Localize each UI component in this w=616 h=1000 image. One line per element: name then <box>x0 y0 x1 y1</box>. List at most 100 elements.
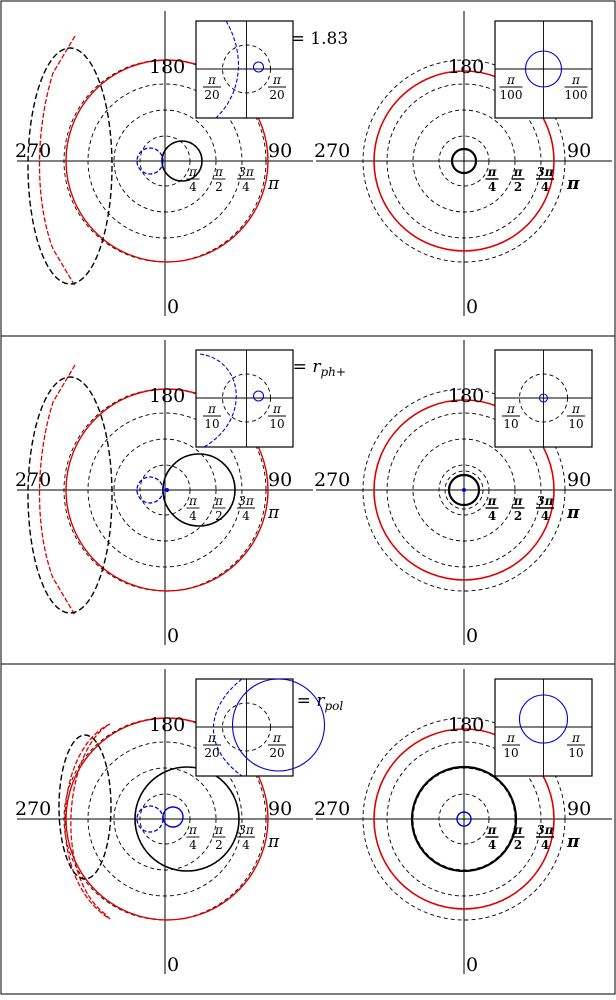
inset-tick-left: π20 <box>203 731 221 760</box>
inset-blue-circle <box>252 390 265 402</box>
fraction-numerator: 3π <box>238 494 255 508</box>
fraction-numerator: π <box>188 165 198 179</box>
ring-label-pi-2: π2 <box>511 823 525 852</box>
inset-blue-circle <box>252 61 265 73</box>
ring-label-pi: π <box>267 832 280 852</box>
fraction-numerator: π <box>207 731 217 745</box>
fraction-denominator: 4 <box>541 509 549 523</box>
axis-label-90: 90 <box>268 469 292 491</box>
axis-label-270: 270 <box>314 469 350 491</box>
fraction-denominator: 4 <box>242 509 250 523</box>
inset-blue-circle <box>231 678 326 772</box>
ring-label-pi-4: π4 <box>485 494 499 523</box>
black-circle-curve <box>410 765 518 873</box>
ring-label-pi-4: π4 <box>186 823 200 852</box>
ring-label-pi-2: π2 <box>212 823 226 852</box>
fraction-denominator: 20 <box>204 88 219 102</box>
ring-label-pi: π <box>267 503 280 523</box>
fraction-denominator: 10 <box>204 417 219 431</box>
fraction-denominator: 4 <box>242 838 250 852</box>
fraction-numerator: π <box>272 73 282 87</box>
inset-dashed-ring <box>222 373 271 423</box>
fraction-numerator: 3π <box>536 823 553 837</box>
fraction-numerator: π <box>571 73 581 87</box>
axis-label-0: 0 <box>167 625 179 647</box>
inset-tick-right: π10 <box>567 402 585 431</box>
black-dashed-oval <box>27 376 113 614</box>
red-circle-curve <box>65 59 269 263</box>
inset-blue-circle <box>524 50 563 88</box>
inset-tick-right: π20 <box>268 73 286 102</box>
fraction-numerator: π <box>207 402 217 416</box>
fraction-denominator: 4 <box>541 838 549 852</box>
black-dashed-oval <box>58 734 112 880</box>
ring-label-pi-2: π2 <box>212 494 226 523</box>
ring-label-pi: π <box>267 174 280 194</box>
ring-label-pi-2: π2 <box>511 165 525 194</box>
ring-label-3pi-4: 3π4 <box>237 823 255 852</box>
ring-label-pi-4: π4 <box>186 494 200 523</box>
blue-dot <box>165 488 169 492</box>
fraction-numerator: π <box>207 73 217 87</box>
fraction-denominator: 4 <box>488 838 496 852</box>
fraction-denominator: 20 <box>204 746 219 760</box>
inset-blue-dashed-curve <box>212 678 243 777</box>
inset-tick-right: π10 <box>268 402 286 431</box>
inset-tick-right: π20 <box>268 731 286 760</box>
ring-label-pi-4: π4 <box>485 165 499 194</box>
ring-label-pi-4: π4 <box>485 823 499 852</box>
red-circle-curve <box>65 717 269 921</box>
fraction-denominator: 4 <box>488 180 496 194</box>
fraction-denominator: 20 <box>269 88 284 102</box>
ring-label-pi: π <box>566 174 580 194</box>
fraction-denominator: 2 <box>215 509 223 523</box>
fraction-numerator: 3π <box>238 165 255 179</box>
axis-label-270: 270 <box>314 798 350 820</box>
fraction-denominator: 2 <box>514 509 522 523</box>
fraction-numerator: π <box>513 823 523 837</box>
fraction-denominator: 20 <box>269 746 284 760</box>
axis-label-90: 90 <box>268 140 292 162</box>
inset-blue-circle <box>538 393 549 403</box>
fraction-denominator: 4 <box>541 180 549 194</box>
axis-label-180: 180 <box>448 56 484 78</box>
ring-label-pi-4: π4 <box>186 165 200 194</box>
inset-tick-left: π10 <box>203 402 221 431</box>
inset-frame <box>195 678 294 777</box>
axis-label-0: 0 <box>466 625 478 647</box>
inset-frame <box>195 349 294 448</box>
red-circle-curve <box>65 388 269 592</box>
fraction-numerator: π <box>571 731 581 745</box>
inset-tick-left: π20 <box>203 73 221 102</box>
axis-label-90: 90 <box>268 798 292 820</box>
inset-frame <box>195 20 294 119</box>
fraction-denominator: 10 <box>269 417 284 431</box>
inset-blue-dashed-curve <box>199 353 237 448</box>
fraction-numerator: π <box>513 494 523 508</box>
red-dashed-boundary <box>38 364 76 616</box>
fraction-denominator: 2 <box>514 180 522 194</box>
axis-label-180: 180 <box>448 714 484 736</box>
axis-label-270: 270 <box>15 798 51 820</box>
fraction-numerator: π <box>506 402 516 416</box>
fraction-denominator: 4 <box>189 180 197 194</box>
axis-label-90: 90 <box>567 798 591 820</box>
fraction-numerator: π <box>571 402 581 416</box>
axis-label-90: 90 <box>567 469 591 491</box>
blue-dashed-circle <box>136 476 164 504</box>
fraction-denominator: 4 <box>242 180 250 194</box>
axis-label-180: 180 <box>448 385 484 407</box>
ring-label-3pi-4: 3π4 <box>536 494 554 523</box>
fraction-denominator: 4 <box>189 509 197 523</box>
fraction-numerator: π <box>272 731 282 745</box>
ring-label-3pi-4: 3π4 <box>237 165 255 194</box>
